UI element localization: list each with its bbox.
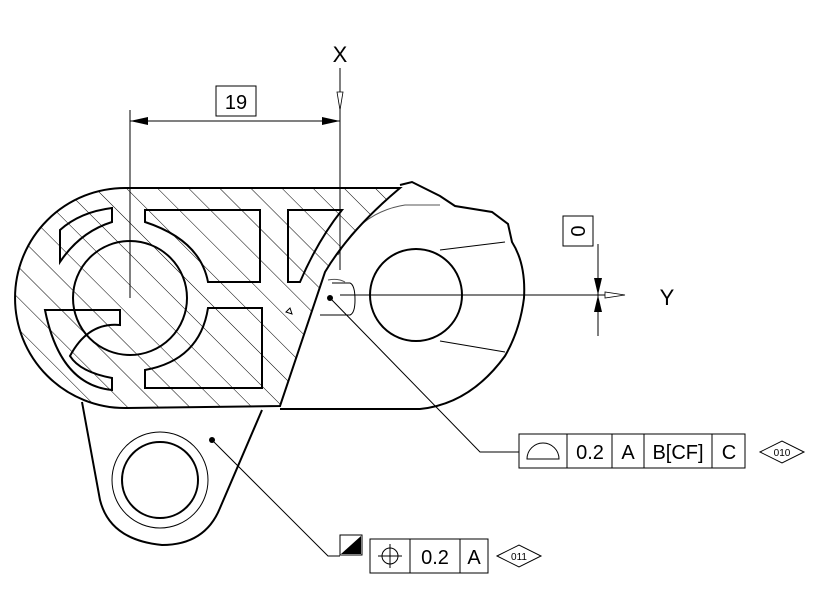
profile-of-surface-icon	[526, 442, 560, 460]
y-axis-label: Y	[660, 285, 675, 310]
filled-triangle-flag-icon	[341, 536, 361, 554]
fcf-frame	[518, 433, 746, 469]
fcf-datum-a: A	[621, 442, 635, 464]
fcf-position-tolerance: 0.2	[421, 547, 449, 569]
lower-lug	[81, 401, 263, 547]
fcf-profile: 0.2 A B[CF] C 010	[329, 297, 806, 469]
dimension-value-0: 0	[568, 225, 590, 236]
tag-011: 011	[511, 552, 527, 563]
fcf-datum-b: B[CF]	[652, 442, 703, 464]
hatched-section	[14, 187, 403, 410]
position-icon	[378, 544, 402, 568]
tag-diamond	[495, 544, 543, 568]
x-axis-label: X	[333, 42, 348, 67]
fcf-datum-c: C	[722, 442, 736, 464]
fcf-position-datum-a: A	[467, 547, 481, 569]
tag-010: 010	[774, 448, 791, 459]
fcf-frame	[369, 538, 489, 574]
fcf-tolerance: 0.2	[576, 442, 604, 464]
tag-diamond	[758, 440, 806, 464]
flag-box	[339, 534, 363, 556]
dimension-value-19: 19	[225, 92, 247, 114]
dimension-box	[562, 215, 594, 247]
dimension-box	[215, 85, 257, 117]
dimension-0: 0 Y	[340, 215, 675, 336]
fcf-position: 0.2 A 011	[211, 439, 543, 574]
x-axis-marker: X	[333, 42, 348, 111]
